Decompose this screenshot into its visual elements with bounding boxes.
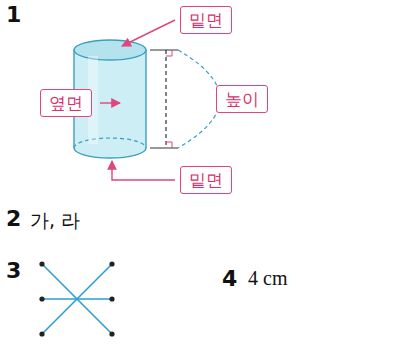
item-number: 1 [6,2,21,27]
part-name: 높이 [225,88,259,110]
answer-text: 4 cm [248,267,287,290]
label-box: 밑면 [180,6,232,34]
label-box: 옆면 [40,89,92,117]
leader-arrows [100,20,175,180]
label-box: 밑면 [180,166,232,194]
item-number: 4 [222,266,237,291]
item-number: 2 [6,206,21,231]
matching-figure [39,261,114,336]
answer-text: 가, 라 [30,208,80,234]
item-number: 3 [6,258,21,283]
part-name: 옆면 [49,92,83,114]
part-name: 밑면 [189,169,223,191]
height-guide [150,50,220,148]
part-name: 밑면 [189,9,223,31]
label-box: 높이 [216,85,268,113]
